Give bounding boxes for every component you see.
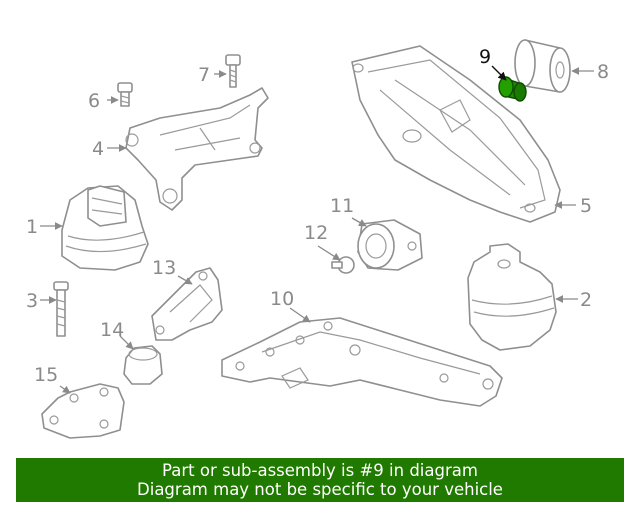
- part-3-bolt: [53, 281, 69, 337]
- callout-4: 4: [92, 138, 104, 160]
- parts-diagram: 1 2 3 4 5 6 7 8 9 10 11 12 13 14 15: [26, 39, 609, 439]
- callout-1: 1: [26, 216, 38, 238]
- callout-13: 13: [152, 257, 176, 279]
- leader-lines: [40, 65, 594, 394]
- part-9-highlighted: [498, 76, 527, 102]
- part-14-stop: [123, 345, 163, 385]
- callout-12: 12: [304, 222, 328, 244]
- part-1-mount: [61, 185, 149, 271]
- callout-3: 3: [26, 290, 38, 312]
- callout-15: 15: [34, 364, 58, 386]
- callout-2: 2: [580, 289, 592, 311]
- part-10-crossmember: [221, 317, 503, 407]
- part-7-bolt: [225, 54, 241, 88]
- banner-line-1: Part or sub-assembly is #9 in diagram: [162, 461, 478, 480]
- callout-10: 10: [270, 288, 294, 310]
- callout-9: 9: [479, 46, 491, 68]
- part-12-stud: [331, 256, 355, 274]
- part-11-bushing: [357, 219, 423, 271]
- callout-labels: 1 2 3 4 5 6 7 8 9 10 11 12 13 14 15: [26, 46, 609, 386]
- callout-14: 14: [100, 319, 124, 341]
- part-4-arm: [125, 87, 269, 211]
- callout-7: 7: [198, 64, 210, 86]
- callout-5: 5: [580, 195, 592, 217]
- part-2-mount: [467, 243, 557, 351]
- part-8-bushing: [514, 39, 571, 93]
- part-6-bolt: [117, 82, 133, 107]
- part-13-bracket: [151, 267, 223, 341]
- info-banner: Part or sub-assembly is #9 in diagram Di…: [16, 458, 624, 502]
- callout-8: 8: [597, 61, 609, 83]
- part-5-bracket: [351, 45, 561, 223]
- banner-line-2: Diagram may not be specific to your vehi…: [137, 480, 503, 499]
- part-15-plate: [41, 383, 125, 439]
- callout-11: 11: [330, 195, 354, 217]
- callout-6: 6: [88, 90, 100, 112]
